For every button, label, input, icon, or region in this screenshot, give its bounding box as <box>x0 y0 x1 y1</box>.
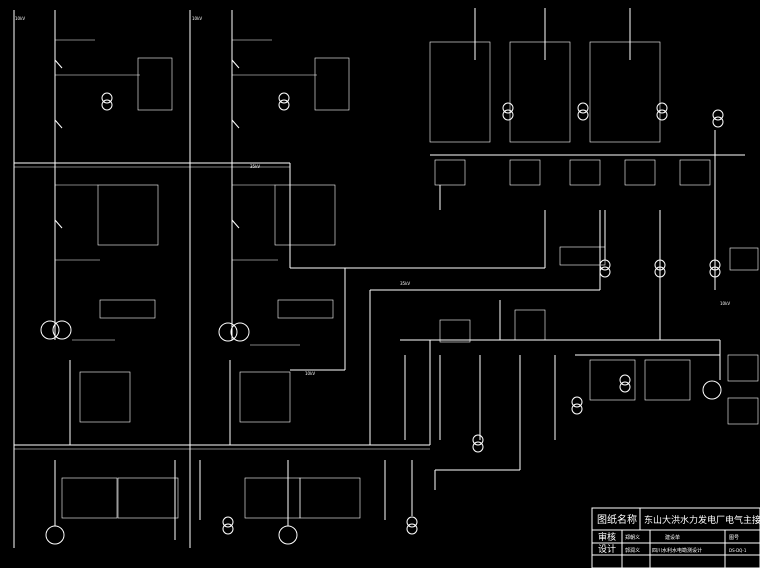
svg-text:10kV: 10kV <box>720 301 730 306</box>
institute-name: 四川水利水电勘测设计 <box>652 547 702 554</box>
right-upper-units <box>429 8 759 340</box>
designer-name: 郭润义 <box>625 547 640 554</box>
reviewer-name: 郑朝义 <box>625 534 640 541</box>
svg-text:10kV: 10kV <box>15 16 25 21</box>
title-block: 图纸名称 东山大洪水力发电厂电气主接 审核 郑朝义 建设单 图号 设计 郭润义 … <box>591 507 760 568</box>
drawing-number: DS-DQ-1 <box>729 548 747 553</box>
right-middle-units <box>400 300 759 490</box>
drawing-title: 东山大洪水力发电厂电气主接 <box>644 514 760 526</box>
construction-unit: 建设单 <box>665 534 680 541</box>
svg-text:35kV: 35kV <box>250 164 260 169</box>
design-label: 设计 <box>598 543 616 555</box>
svg-text:35kV: 35kV <box>400 281 410 286</box>
drawing-number-label: 图号 <box>729 535 739 541</box>
review-label: 审核 <box>598 531 616 543</box>
svg-text:10kV: 10kV <box>192 16 202 21</box>
left-feeder-group <box>13 10 430 548</box>
small-labels: 10kV 10kV 35kV 35kV 10kV 10kV <box>15 16 730 376</box>
svg-text:10kV: 10kV <box>305 371 315 376</box>
drawing-title-label: 图纸名称 <box>597 513 637 526</box>
interconnect-lines <box>289 163 601 445</box>
